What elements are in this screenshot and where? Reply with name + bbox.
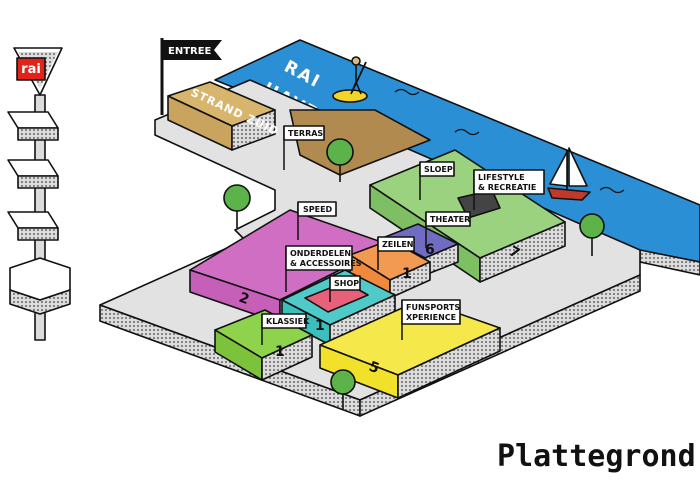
flag-terras: TERRAS — [283, 125, 325, 170]
flag-funsports-label-2: XPERIENCE — [406, 313, 456, 322]
flag-funsports: FUNSPORTS XPERIENCE — [401, 299, 461, 340]
flag-shop: SHOP — [329, 275, 361, 302]
sand-patch — [289, 109, 431, 176]
flag-funsports-label-1: FUNSPORTS — [406, 303, 460, 312]
paddleboarder-icon — [332, 56, 368, 103]
flag-theater: THEATER — [425, 211, 471, 248]
page-title: Plattegrond — [497, 439, 696, 474]
flag-sloep: SLOEP — [419, 161, 455, 200]
flag-lifestyle: LIFESTYLE & RECREATIE — [473, 169, 545, 210]
tower-segment-3 — [7, 211, 59, 241]
tree-icon — [579, 213, 605, 256]
flag-zeilen: ZEILEN — [377, 236, 415, 270]
tower-segment-1 — [7, 111, 59, 141]
tree-icon — [326, 138, 354, 182]
flag-lifestyle-label-2: & RECREATIE — [478, 183, 536, 192]
tower-segment-2 — [7, 159, 59, 189]
hall-1-teal-number: 1 — [315, 318, 325, 334]
flag-onderdelen: ONDERDELEN & ACCESSOIRES — [285, 245, 362, 292]
tower-base — [9, 257, 71, 315]
flag-lifestyle-label-1: LIFESTYLE — [478, 173, 525, 182]
entrance-flag: ENTREE — [160, 38, 222, 115]
tree-icon — [223, 184, 251, 228]
flag-onderdelen-label-2: & ACCESSOIRES — [290, 259, 362, 268]
flag-klassiek: KLASSIEK — [261, 313, 310, 345]
flag-terras-label: TERRAS — [288, 129, 323, 138]
flag-speed: SPEED — [297, 201, 337, 240]
hall-1-green[interactable]: 1 — [214, 309, 313, 381]
entrance-label: ENTREE — [168, 46, 212, 57]
flag-sloep-label: SLOEP — [424, 165, 453, 174]
flag-speed-label: SPEED — [303, 205, 333, 214]
hall-1-orange-number: 1 — [402, 266, 412, 282]
hall-6-number: 6 — [425, 242, 435, 258]
hall-1-green-number: 1 — [275, 344, 285, 360]
rai-logo-icon — [16, 57, 46, 81]
rai-logo-tower: rai — [7, 47, 71, 341]
tree-icon — [330, 369, 356, 410]
flag-klassiek-label: KLASSIEK — [266, 317, 310, 326]
flag-shop-label: SHOP — [334, 279, 359, 288]
sailboat-icon — [547, 147, 591, 201]
logo-text: rai — [21, 62, 41, 77]
flag-theater-label: THEATER — [430, 215, 470, 224]
flag-zeilen-label: ZEILEN — [382, 240, 414, 249]
flag-onderdelen-label-1: ONDERDELEN — [290, 249, 351, 258]
